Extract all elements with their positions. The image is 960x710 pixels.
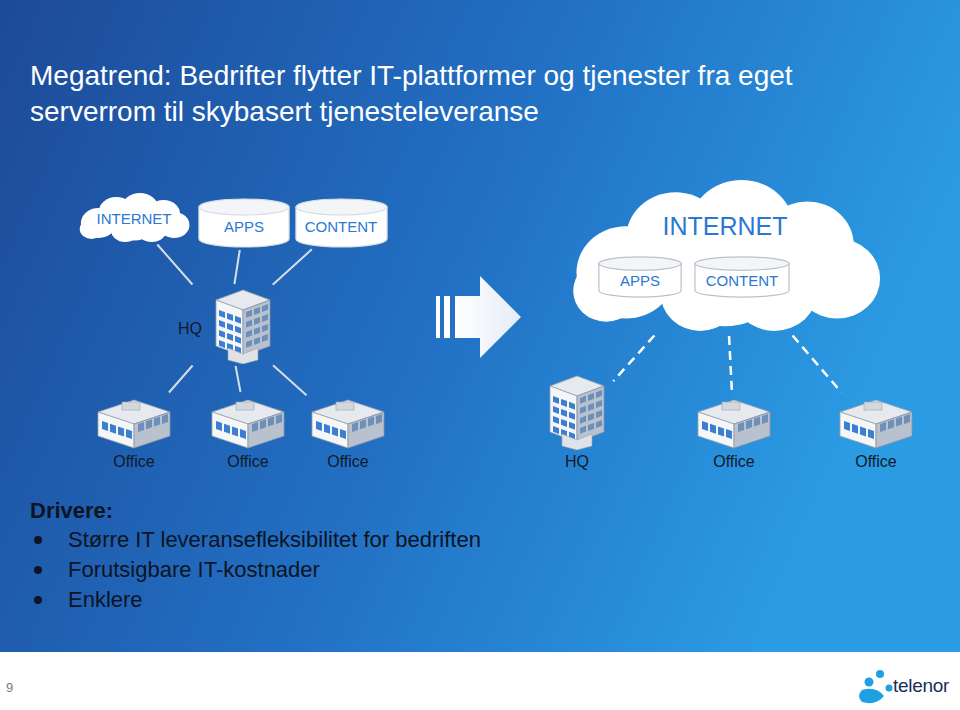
cloud-label: INTERNET (560, 212, 890, 241)
network-link (236, 366, 241, 392)
node-cyl: APPS (598, 256, 682, 298)
building-label: HQ (178, 320, 202, 338)
telenor-symbol (859, 670, 893, 703)
node-bldg: Office (836, 394, 916, 471)
node-cyl: APPS (198, 198, 290, 248)
building-label: Office (113, 453, 155, 471)
building-label: Office (327, 453, 369, 471)
network-link (169, 366, 193, 393)
building-icon (94, 394, 174, 450)
node-bldg: Office (308, 394, 388, 471)
network-link (157, 245, 192, 285)
database-label: APPS (620, 272, 660, 289)
bullet-item: Enklere (30, 585, 481, 615)
transition-arrow (436, 276, 521, 358)
list-heading: Drivere: (30, 497, 481, 525)
node-bldg: Office (694, 394, 774, 471)
dashed-link (793, 336, 842, 393)
node-bldgLeft: HQ (178, 286, 278, 364)
database-label: CONTENT (305, 218, 378, 235)
bullet-item: Forutsigbare IT-kostnader (30, 555, 481, 585)
dashed-link (613, 335, 654, 381)
building-icon (208, 394, 288, 450)
database-label: CONTENT (706, 272, 779, 289)
drivers-list: Drivere:Større IT leveransefleksibilitet… (30, 497, 481, 615)
building-icon (308, 394, 388, 450)
building-label: Office (855, 453, 897, 471)
cloud-label: INTERNET (97, 210, 172, 227)
node-bldg: HQ (542, 372, 612, 471)
network-link (273, 249, 312, 284)
node-cloud: INTERNET (75, 193, 193, 243)
logo-text: telenor (893, 675, 949, 697)
slide-title: Megatrend: Bedrifter flytter IT-plattfor… (30, 58, 910, 130)
building-label: Office (713, 453, 755, 471)
network-link (234, 250, 239, 284)
node-bldg: Office (94, 394, 174, 471)
network-link (273, 365, 306, 395)
node-bigcloud: INTERNET APPS CONTENT (560, 180, 890, 334)
building-label: HQ (565, 453, 589, 471)
bullet-item: Større IT leveransefleksibilitet for bed… (30, 525, 481, 555)
dashed-link (729, 336, 732, 392)
page-number: 9 (6, 680, 13, 695)
building-icon (836, 394, 916, 450)
building-label: Office (227, 453, 269, 471)
building-icon (694, 394, 774, 450)
building-icon (208, 286, 278, 364)
node-bldg: Office (208, 394, 288, 471)
node-cyl: CONTENT (694, 256, 790, 298)
building-icon (542, 372, 612, 450)
node-cyl: CONTENT (295, 198, 388, 248)
database-label: APPS (224, 218, 264, 235)
